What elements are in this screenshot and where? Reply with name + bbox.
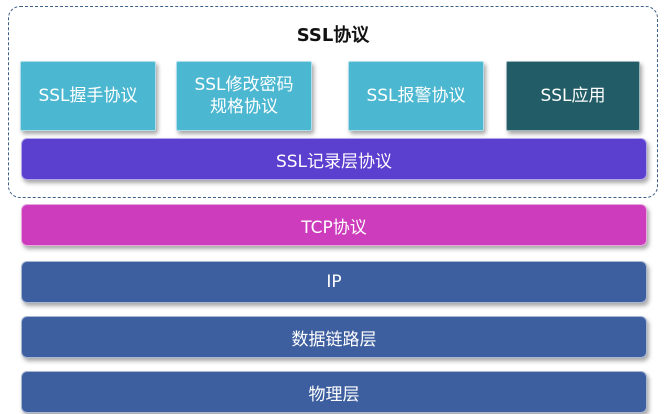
ssl-alert-protocol-box: SSL报警协议	[348, 61, 484, 131]
ssl-handshake-protocol-label: SSL握手协议	[38, 86, 138, 106]
physical-layer-box: 物理层	[21, 371, 647, 413]
ssl-handshake-protocol-box: SSL握手协议	[20, 61, 156, 131]
data-link-layer-box: 数据链路层	[21, 316, 647, 358]
tcp-layer-box: TCP协议	[21, 204, 647, 246]
ssl-record-layer-box: SSL记录层协议	[21, 138, 647, 180]
tcp-layer-label: TCP协议	[301, 217, 367, 238]
ssl-group-title: SSL协议	[296, 25, 370, 46]
ssl-protocol-group: SSL协议	[8, 6, 658, 198]
ssl-alert-protocol-label: SSL报警协议	[366, 86, 466, 106]
ip-layer-label: IP	[326, 272, 342, 292]
ssl-application-label: SSL应用	[540, 86, 606, 106]
ssl-change-cipher-spec-label: SSL修改密码 规格协议	[194, 75, 294, 117]
data-link-layer-label: 数据链路层	[291, 329, 377, 350]
ssl-record-layer-label: SSL记录层协议	[275, 151, 393, 172]
physical-layer-label: 物理层	[308, 384, 360, 405]
ssl-application-box: SSL应用	[506, 61, 640, 131]
ip-layer-box: IP	[21, 261, 647, 303]
ssl-change-cipher-spec-box: SSL修改密码 规格协议	[176, 61, 312, 131]
